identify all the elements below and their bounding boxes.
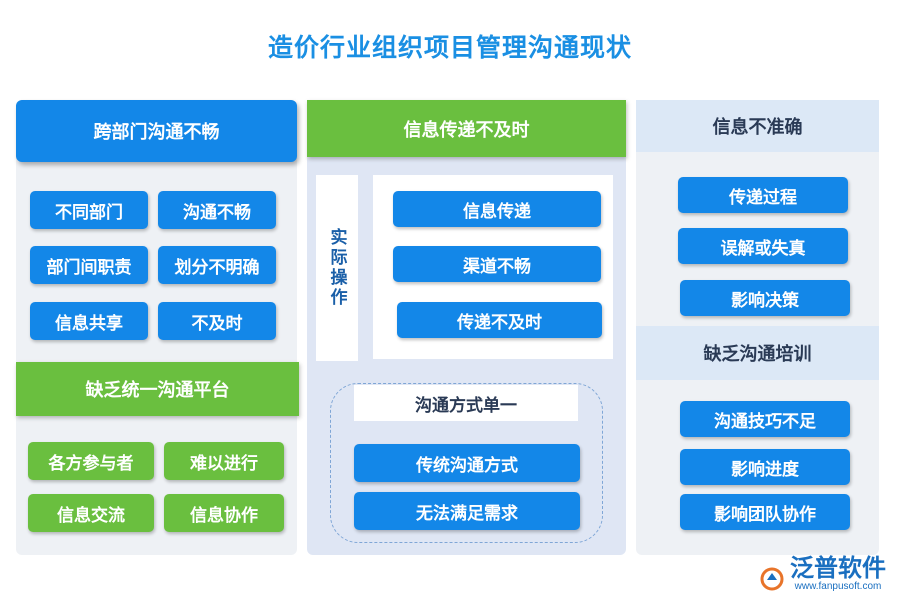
middle-item-3: 传递不及时 bbox=[397, 302, 602, 338]
brand-logo-icon bbox=[760, 567, 784, 591]
middle-item-2: 渠道不畅 bbox=[393, 246, 601, 282]
left-item-4: 划分不明确 bbox=[158, 246, 276, 284]
right-item-3: 影响决策 bbox=[680, 280, 850, 316]
left-item-3: 部门间职责 bbox=[30, 246, 148, 284]
middle-item-1: 信息传递 bbox=[393, 191, 601, 227]
right-sub-item-3: 影响团队协作 bbox=[680, 494, 850, 530]
middle-sub-header: 沟通方式单一 bbox=[354, 385, 578, 421]
right-header: 信息不准确 bbox=[636, 100, 879, 152]
left-sub-item-4: 信息协作 bbox=[164, 494, 284, 532]
left-item-5: 信息共享 bbox=[30, 302, 148, 340]
right-sub-header: 缺乏沟通培训 bbox=[636, 326, 879, 380]
right-sub-item-2: 影响进度 bbox=[680, 449, 850, 485]
middle-dashed-group bbox=[330, 383, 603, 543]
right-item-1: 传递过程 bbox=[678, 177, 848, 213]
middle-sub-item-1: 传统沟通方式 bbox=[354, 444, 580, 482]
left-sub-item-3: 信息交流 bbox=[28, 494, 154, 532]
left-item-1: 不同部门 bbox=[30, 191, 148, 229]
right-sub-item-1: 沟通技巧不足 bbox=[680, 401, 850, 437]
middle-vertical-label: 实际操作 bbox=[316, 175, 358, 361]
right-item-2: 误解或失真 bbox=[678, 228, 848, 264]
brand-logo: 泛普软件 www.fanpusoft.com bbox=[758, 555, 886, 592]
brand-name: 泛普软件 bbox=[790, 554, 886, 582]
middle-sub-item-2: 无法满足需求 bbox=[354, 492, 580, 530]
left-sub-header: 缺乏统一沟通平台 bbox=[16, 362, 299, 416]
left-item-6: 不及时 bbox=[158, 302, 276, 340]
page-title: 造价行业组织项目管理沟通现状 bbox=[267, 33, 632, 62]
left-sub-item-1: 各方参与者 bbox=[28, 442, 154, 480]
left-header: 跨部门沟通不畅 bbox=[16, 100, 297, 162]
brand-logo-text-group: 泛普软件 www.fanpusoft.com bbox=[790, 555, 886, 592]
left-sub-item-2: 难以进行 bbox=[164, 442, 284, 480]
brand-url: www.fanpusoft.com bbox=[794, 581, 882, 592]
left-item-2: 沟通不畅 bbox=[158, 191, 276, 229]
middle-header: 信息传递不及时 bbox=[307, 100, 626, 157]
